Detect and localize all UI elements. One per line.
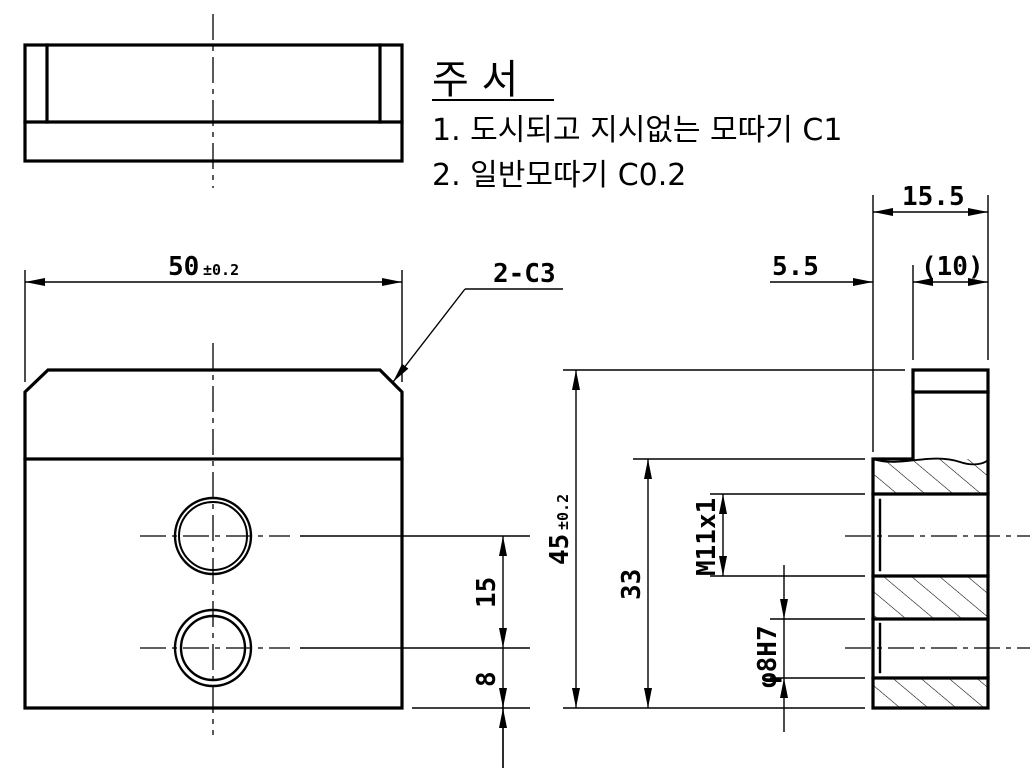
dim-total-depth: 15.5 bbox=[902, 182, 965, 212]
dim-step-depth: 5.5 bbox=[772, 252, 819, 282]
front-view-dimensions: 50 ±0.2 2-C3 15 8 bbox=[24, 252, 563, 768]
notes-title: 주 서 bbox=[432, 57, 518, 103]
hatch-top bbox=[873, 459, 988, 494]
dim-width-main: 50 bbox=[168, 252, 199, 282]
dim-width-tol: ±0.2 bbox=[203, 261, 239, 279]
dim-thread: M11x1 bbox=[692, 498, 722, 576]
section-view bbox=[845, 368, 1030, 710]
section-view-dimensions: 45 ±0.2 33 M11x1 φ8H7 15.5 5.5 (10) bbox=[545, 182, 989, 732]
note-line-1: 1. 도시되고 지시없는 모따기 C1 bbox=[432, 113, 842, 148]
dim-chamfer: 2-C3 bbox=[493, 259, 556, 289]
hatch-bottom bbox=[873, 678, 988, 708]
note-line-2: 2. 일반모따기 C0.2 bbox=[432, 158, 686, 193]
hatch-middle bbox=[873, 576, 988, 619]
notes-block: 주 서 1. 도시되고 지시없는 모따기 C1 2. 일반모따기 C0.2 bbox=[432, 57, 842, 193]
top-view bbox=[23, 14, 404, 188]
dim-ref-depth: (10) bbox=[921, 252, 984, 282]
dim-hole-offset: 8 bbox=[472, 671, 502, 687]
dim-hole-spacing: 15 bbox=[472, 577, 502, 608]
dim-height-main: 45 bbox=[545, 534, 575, 565]
dim-height-tol: ±0.2 bbox=[554, 494, 572, 530]
dim-height-hatched: 33 bbox=[617, 569, 647, 600]
front-view bbox=[23, 343, 404, 735]
dim-bore: φ8H7 bbox=[753, 625, 783, 688]
